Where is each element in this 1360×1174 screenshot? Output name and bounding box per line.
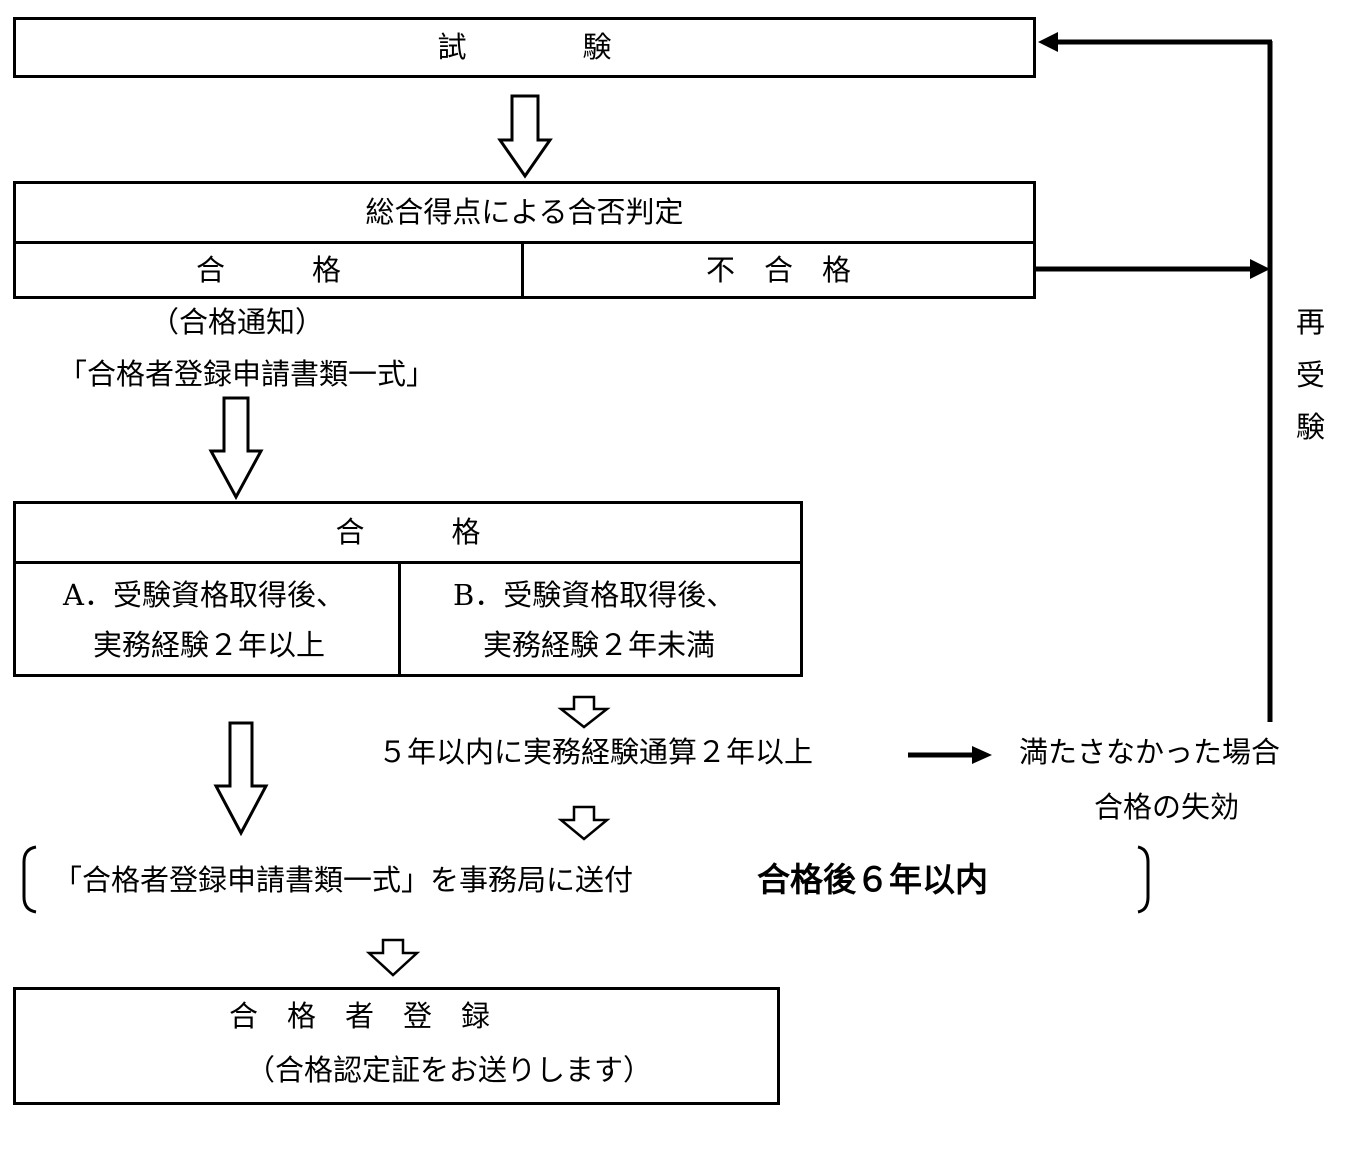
down-arrow-icon — [497, 94, 553, 179]
condition-text: ５年以内に実務経験通算２年以上 — [378, 735, 814, 769]
down-arrow-icon — [208, 396, 264, 501]
option-b-cell: B．受験資格取得後、 実務経験２年未満 — [401, 564, 800, 674]
option-b-line1: B．受験資格取得後、 — [453, 578, 736, 612]
retake-label-3: 験 — [1296, 410, 1326, 444]
option-a-cell: A．受験資格取得後、 実務経験２年以上 — [16, 564, 401, 674]
submission-text: 「合格者登録申請書類一式」を事務局に送付 — [53, 863, 634, 897]
judgement-title-row: 総合得点による合否判定 — [16, 184, 1033, 244]
exam-box: 試 験 — [13, 17, 1036, 78]
registration-subtitle: （合格認定証をお送りします） — [246, 1053, 653, 1087]
option-a-line1: A．受験資格取得後、 — [63, 578, 345, 612]
option-a-line2: 実務経験２年以上 — [93, 628, 326, 662]
pass-box-title-row: 合 格 — [16, 504, 800, 564]
judgement-pass-label: 合 格 — [195, 252, 341, 287]
registration-box: 合 格 者 登 録 （合格認定証をお送りします） — [13, 987, 780, 1105]
pass-expiry-text: 合格の失効 — [1094, 790, 1240, 824]
pass-box-title: 合 格 — [335, 515, 481, 549]
right-bracket — [1137, 845, 1150, 914]
retake-label-1: 再 — [1296, 305, 1326, 339]
left-bracket — [22, 845, 37, 914]
pass-notice-text: （合格通知） — [150, 305, 325, 339]
exam-label: 試 験 — [437, 30, 612, 64]
down-arrow-icon — [365, 938, 421, 977]
down-arrow-icon — [213, 721, 269, 837]
option-b-line2: 実務経験２年未満 — [483, 628, 716, 662]
judgement-box: 総合得点による合否判定 合 格 不 合 格 — [13, 181, 1036, 299]
right-arrow-icon — [1250, 259, 1270, 279]
condition-failed-text: 満たさなかった場合 — [1019, 735, 1281, 769]
left-arrow-icon — [1038, 32, 1058, 52]
application-documents-text: 「合格者登録申請書類一式」 — [58, 357, 436, 391]
registration-title: 合 格 者 登 録 — [229, 999, 491, 1033]
submission-deadline: 合格後６年以内 — [757, 860, 988, 899]
judgement-title: 総合得点による合否判定 — [365, 195, 684, 229]
judgement-fail-label: 不 合 格 — [705, 252, 851, 287]
down-arrow-icon — [557, 805, 611, 841]
judgement-fail-cell: 不 合 格 — [524, 244, 1033, 296]
down-arrow-icon — [557, 695, 611, 729]
pass-box: 合 格 A．受験資格取得後、 実務経験２年以上 B．受験資格取得後、 実務経験２… — [13, 501, 803, 677]
retake-label-2: 受 — [1296, 358, 1326, 392]
judgement-pass-cell: 合 格 — [16, 244, 524, 296]
right-arrow-icon — [972, 746, 992, 764]
